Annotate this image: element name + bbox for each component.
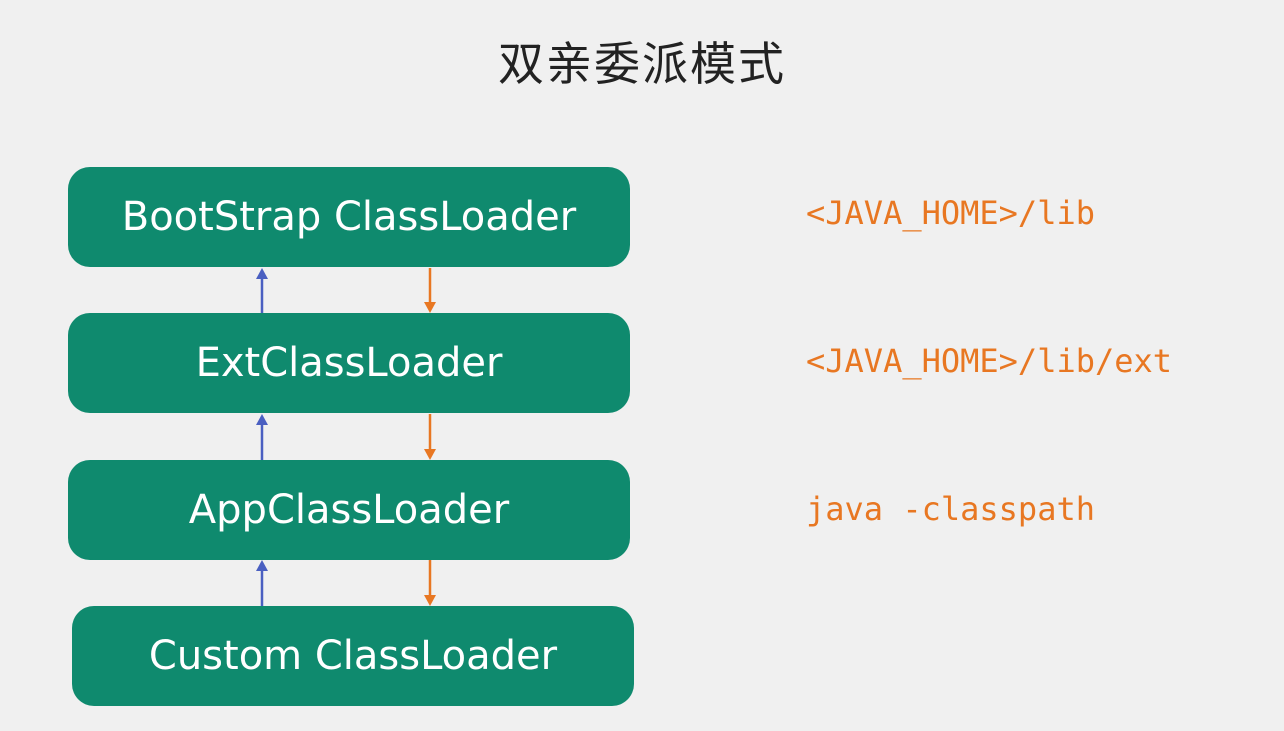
down-arrow-app-to-custom bbox=[424, 560, 436, 606]
down-arrow-ext-to-app bbox=[424, 414, 436, 460]
loader-label-bootstrap: BootStrap ClassLoader bbox=[121, 194, 577, 240]
loader-box-app: AppClassLoader bbox=[68, 460, 630, 560]
path-label-bootstrap: <JAVA_HOME>/lib bbox=[806, 194, 1095, 232]
diagram-title: 双亲委派模式 bbox=[498, 37, 786, 91]
down-arrow-bootstrap-to-ext bbox=[424, 268, 436, 313]
up-arrow-app-to-ext bbox=[256, 414, 268, 460]
loader-box-ext: ExtClassLoader bbox=[68, 313, 630, 413]
loader-label-ext: ExtClassLoader bbox=[195, 340, 503, 386]
loader-label-custom: Custom ClassLoader bbox=[148, 633, 558, 679]
loader-label-app: AppClassLoader bbox=[188, 487, 510, 533]
loader-box-custom: Custom ClassLoader bbox=[72, 606, 634, 706]
path-label-ext: <JAVA_HOME>/lib/ext bbox=[806, 342, 1173, 380]
up-arrow-custom-to-app bbox=[256, 560, 268, 606]
loader-box-bootstrap: BootStrap ClassLoader bbox=[68, 167, 630, 267]
up-arrow-ext-to-bootstrap bbox=[256, 268, 268, 313]
path-label-app: java -classpath bbox=[806, 490, 1095, 528]
